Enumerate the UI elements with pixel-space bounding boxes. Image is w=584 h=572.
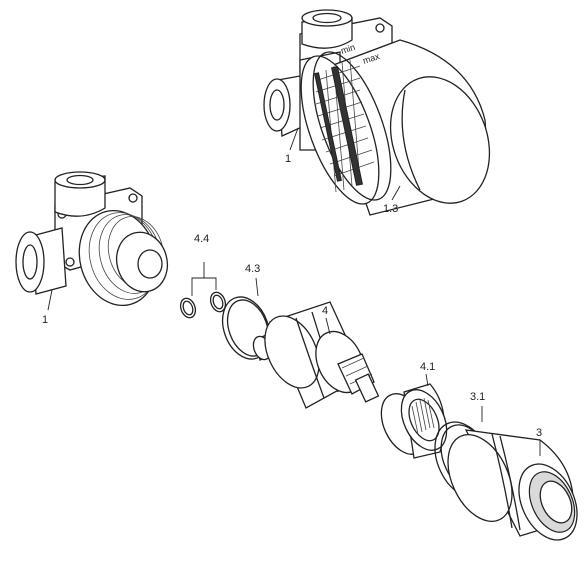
top-side-port (263, 75, 305, 137)
leader-oring-large (255, 277, 259, 297)
leader-nut (425, 373, 429, 387)
label-top-cover: 1.3 (383, 203, 398, 215)
label-nut: 4.1 (420, 361, 435, 373)
label-top-body: 1 (285, 153, 291, 165)
label-cartridge: 4 (322, 305, 328, 317)
leader-oring-pair (191, 262, 217, 296)
top-inlet-port (301, 9, 353, 49)
thermostatic-cartridge: 4 (252, 301, 380, 409)
o-ring-pair: 4.4 (179, 233, 227, 319)
label-sleeve-ring: 3.1 (470, 391, 485, 403)
leader-top-cover (391, 185, 401, 201)
left-valve-body: 1 (15, 171, 169, 326)
leader-left-body (47, 289, 53, 311)
label-oring-pair: 4.4 (194, 233, 209, 245)
large-o-ring: 4.3 (221, 263, 271, 360)
top-assembly: min max 1 1.3 (263, 9, 491, 216)
retaining-nut: 4.1 (380, 361, 448, 459)
scale-min-label: min (340, 42, 357, 56)
label-left-body: 1 (42, 314, 48, 326)
leader-top-body (289, 127, 299, 151)
leader-cartridge (325, 317, 331, 335)
label-sleeve: 3 (536, 427, 542, 439)
label-oring-large: 4.3 (245, 263, 260, 275)
cover-sleeve: 3 (447, 427, 578, 541)
